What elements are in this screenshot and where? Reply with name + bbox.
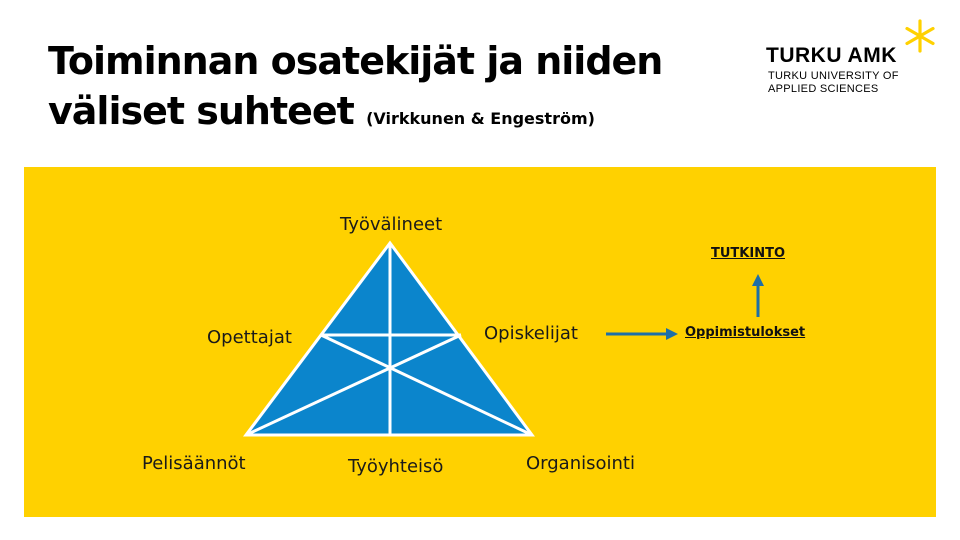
degree-arrow: [752, 274, 764, 317]
label-tools: Työvälineet: [340, 214, 443, 235]
logo-name: TURKU AMK: [766, 44, 897, 67]
label-degree: TUTKINTO: [711, 246, 786, 261]
diagram-panel: Työvälineet Opettajat Opiskelijat Pelisä…: [24, 167, 936, 517]
title-line-2-text: väliset suhteet: [48, 89, 355, 133]
triangle-inner-lines: [245, 243, 533, 437]
title-line-2: väliset suhteet (Virkkunen & Engeström): [48, 86, 662, 144]
title-line-1: Toiminnan osatekijät ja niiden: [48, 39, 663, 83]
slide-title: Toiminnan osatekijät ja niiden väliset s…: [48, 36, 663, 144]
logo-subtitle-1: TURKU UNIVERSITY OF: [768, 70, 899, 82]
label-division: Organisointi: [526, 453, 635, 474]
asterisk-icon: [905, 19, 935, 53]
label-subject: Opettajat: [207, 327, 292, 348]
label-community: Työyhteisö: [348, 456, 444, 477]
diagonal-left: [245, 333, 462, 437]
label-outcome: Oppimistulokset: [685, 325, 806, 340]
label-object: Opiskelijat: [484, 323, 578, 344]
turku-amk-logo: TURKU AMK TURKU UNIVERSITY OF APPLIED SC…: [766, 18, 946, 108]
activity-triangle-diagram: [243, 240, 764, 437]
outcome-arrow: [606, 328, 678, 340]
logo-subtitle-2: APPLIED SCIENCES: [768, 83, 879, 95]
label-rules: Pelisäännöt: [142, 453, 246, 474]
diagonal-right: [320, 333, 533, 437]
title-source: (Virkkunen & Engeström): [366, 109, 595, 128]
